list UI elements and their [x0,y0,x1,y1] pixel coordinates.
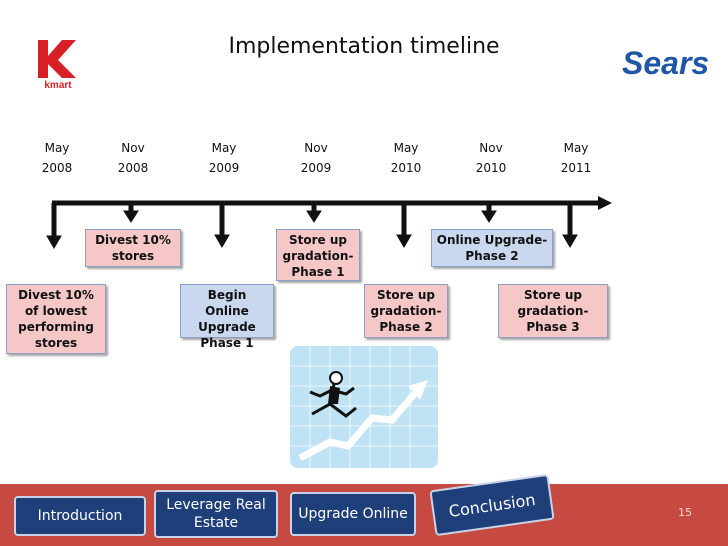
down-arrow-head [481,210,497,223]
date-label: May 2010 [390,141,422,175]
page-number: 15 [678,506,692,519]
runner-arrow-icon [290,346,438,468]
timeline-arrowhead [598,196,612,210]
milestone-box: Begin Online Upgrade Phase 1 [180,284,274,350]
sears-logo-text: Sears [622,45,709,80]
down-arrow-head [46,235,62,249]
sears-logo: Sears [622,45,709,80]
milestone-box: Online Upgrade- Phase 2 [431,229,553,267]
slide-title: Implementation timeline [228,34,500,59]
leverage-real-estate-button[interactable]: Leverage Real Estate [154,490,278,538]
kmart-logo-text: kmart [44,80,72,90]
date-label: May 2009 [208,141,240,175]
milestone-box: Divest 10% of lowest performing stores [6,284,106,354]
introduction-button[interactable]: Introduction [14,496,146,536]
milestone-box: Store up gradation- Phase 1 [276,229,360,281]
down-arrow-head [123,210,139,223]
down-arrow-head [562,234,578,248]
upgrade-online-button[interactable]: Upgrade Online [290,492,416,536]
down-arrow-head [214,234,230,248]
date-label: Nov 2008 [117,141,149,175]
kmart-logo: kmart [32,38,84,90]
date-label: Nov 2010 [475,141,507,175]
milestone-box: Store up gradation- Phase 3 [498,284,608,338]
date-label: May 2011 [560,141,592,175]
runner-illustration [290,346,438,468]
milestone-box: Divest 10% stores [85,229,181,267]
down-arrow-head [306,210,322,223]
date-label: Nov 2009 [300,141,332,175]
date-label: May 2008 [41,141,73,175]
milestone-box: Store up gradation- Phase 2 [364,284,448,338]
down-arrow-head [396,234,412,248]
